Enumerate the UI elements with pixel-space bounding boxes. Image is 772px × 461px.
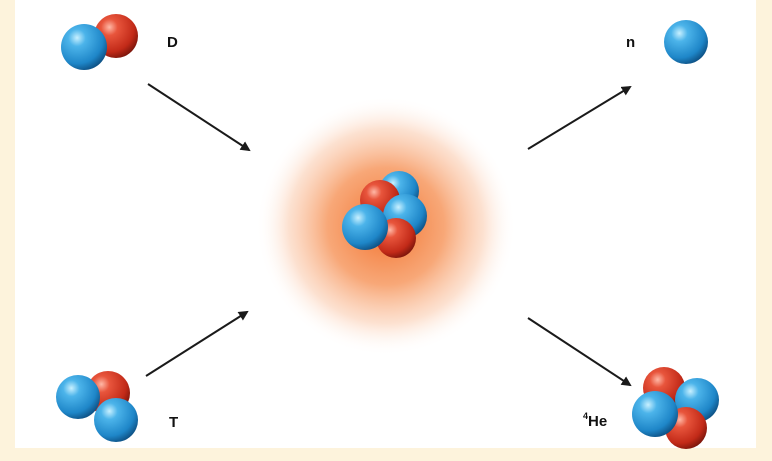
label-neutron: n — [626, 34, 636, 51]
tritium-nucleus — [56, 371, 138, 442]
neutron-particle — [664, 20, 708, 64]
neutron — [632, 391, 678, 437]
arrow-deuterium-in — [147, 83, 251, 152]
neutron — [342, 204, 388, 250]
arrow-tritium-in — [145, 310, 249, 377]
arrow-helium-out — [527, 317, 632, 387]
label-helium-4: 4He — [583, 411, 608, 430]
neutron — [664, 20, 708, 64]
label-tritium: T — [169, 414, 179, 431]
neutron — [56, 375, 100, 419]
compound-nucleus — [342, 171, 427, 258]
label-helium-mass-number: 4 — [583, 411, 589, 421]
label-helium-symbol: He — [588, 413, 608, 430]
arrow-neutron-out — [527, 85, 632, 150]
neutron — [94, 398, 138, 442]
neutron — [61, 24, 107, 70]
deuterium-nucleus — [61, 14, 138, 70]
label-deuterium: D — [167, 34, 178, 51]
helium-nucleus — [632, 367, 719, 449]
